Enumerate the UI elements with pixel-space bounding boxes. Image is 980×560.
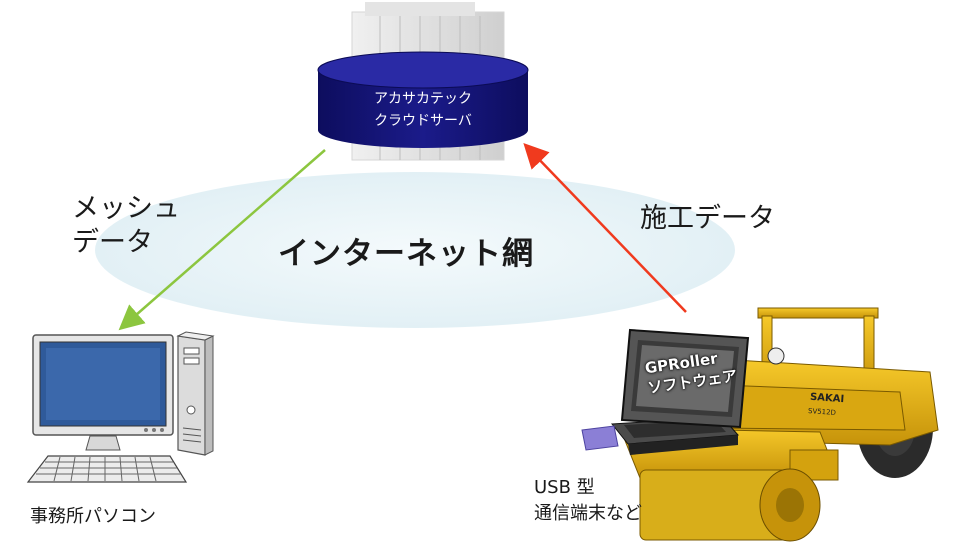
office-pc-label: 事務所パソコン <box>30 506 156 527</box>
roller-brand-label: SAKAI <box>809 391 845 406</box>
server-label-line1: アカサカテック <box>374 91 472 107</box>
usb-device-label-line1: USB 型 <box>534 477 595 498</box>
cloud-server-icon <box>317 51 529 148</box>
usb-device-label-line2: 通信端末など <box>534 503 642 524</box>
internet-label: インターネット網 <box>278 236 534 272</box>
construction-data-arrow <box>523 142 687 313</box>
road-roller-icon <box>581 307 939 542</box>
mesh-data-label: メッシュ データ <box>72 190 180 262</box>
construction-data-label: 施工データ <box>640 203 775 234</box>
server-label: アカサカテック クラウドサーバ <box>323 88 523 132</box>
mesh-data-arrow <box>118 149 326 331</box>
office-pc-icon <box>26 331 215 483</box>
mesh-data-label-line2: データ <box>72 227 153 258</box>
usb-device-label: USB 型 通信端末など <box>534 475 642 527</box>
server-label-line2: クラウドサーバ <box>374 113 472 129</box>
mesh-data-label-line1: メッシュ <box>72 193 180 224</box>
